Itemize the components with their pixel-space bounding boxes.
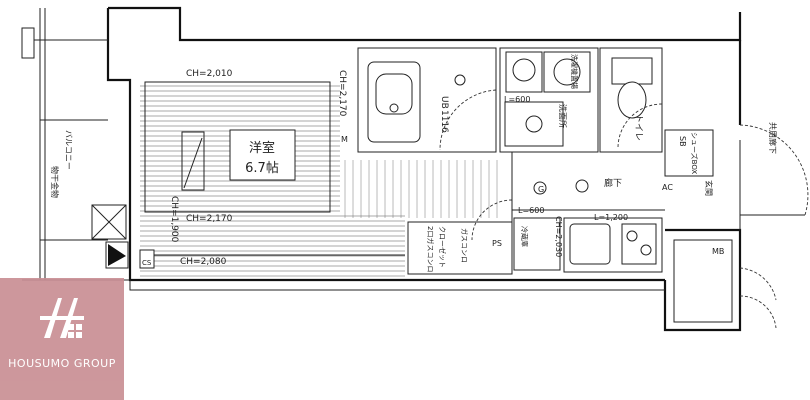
length-600-top: L=600 <box>504 95 530 104</box>
m-marker: M <box>341 135 348 144</box>
washroom <box>499 47 599 153</box>
ventilation-units <box>91 204 155 269</box>
unit-bath <box>357 47 497 153</box>
gas-stove-label: 2口ガスコンロ <box>426 226 435 272</box>
toilet-label: トイレ <box>633 114 643 141</box>
outer-walls <box>106 6 742 332</box>
washer-label: 洗濯機置場 <box>570 54 579 89</box>
hallway <box>511 124 809 329</box>
ac-marker: AC <box>662 183 673 192</box>
pipe-space-label: PS <box>492 239 502 248</box>
balcony-area <box>21 8 130 281</box>
gas-marker: G <box>538 185 544 194</box>
main-room <box>144 81 405 256</box>
common-corridor-label: 共用廊下 <box>768 122 778 154</box>
length-1200: L=1,200 <box>594 213 628 222</box>
ceiling-height-2170-top: CH=2,170 <box>337 70 347 117</box>
hallway-label: 廊下 <box>604 177 622 189</box>
kitchen-label: ガスコンロ <box>460 228 469 263</box>
ceiling-height-2030: CH=2,030 <box>554 216 563 257</box>
balcony-label: バルコニー <box>64 130 73 170</box>
outdoor-hanger-label: 物干金物 <box>50 166 60 198</box>
logo-mark-icon <box>40 298 84 338</box>
length-600-mid: L=600 <box>518 206 544 215</box>
main-room-size: 6.7帖 <box>245 161 279 176</box>
shoes-box-full: シューズBOX <box>690 132 699 174</box>
ceiling-height-1900: CH=1,900 <box>169 196 179 243</box>
ceiling-height-2010: CH=2,010 <box>186 69 233 79</box>
meter-box-label: MB <box>712 247 724 256</box>
ceiling-height-2170-mid: CH=2,170 <box>186 214 233 224</box>
cs-marker: CS <box>142 259 152 267</box>
brand-name: HOUSUMO GROUP <box>8 357 116 370</box>
unit-bath-size: 1116 <box>439 110 449 133</box>
ceiling-height-2080: CH=2,080 <box>180 257 227 267</box>
closet-label: クローゼット <box>438 226 447 268</box>
fridge-label: 冷蔵庫 <box>520 226 529 247</box>
main-room-name: 洋室 <box>249 140 275 156</box>
unit-bath-prefix: UB <box>439 96 449 109</box>
entrance-label: 玄関 <box>704 180 714 196</box>
washroom-label: 洗面所 <box>558 104 568 128</box>
brand-logo: HOUSUMO GROUP <box>0 278 124 400</box>
toilet-room <box>599 47 663 153</box>
shoes-box-label: SB <box>678 136 687 147</box>
kitchen <box>407 199 663 275</box>
